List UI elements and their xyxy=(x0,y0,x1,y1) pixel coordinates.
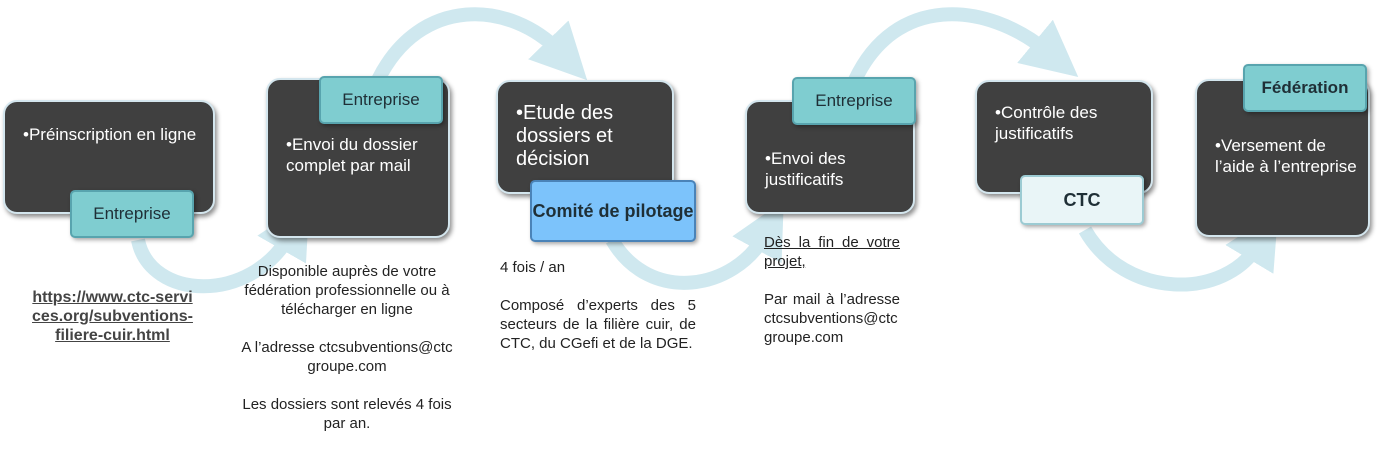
arrow-5-6 xyxy=(1078,211,1279,292)
step-2-actor-tag: Entreprise xyxy=(319,76,443,124)
step-4-text: •Envoi des justificatifs xyxy=(765,149,846,189)
arrow-2-3 xyxy=(371,7,588,84)
step-5-actor-tag: CTC xyxy=(1020,175,1144,225)
step-5-text: •Contrôle des justificatifs xyxy=(995,103,1098,143)
arrow-1-2 xyxy=(131,200,310,294)
step-1-text: •Préinscription en ligne xyxy=(23,125,197,144)
step-4-actor-tag: Entreprise xyxy=(792,77,916,125)
step-2-note-line2: A l’adresse ctcsubventions@ctcgroupe.com xyxy=(241,339,453,375)
arrow-4-5 xyxy=(848,7,1079,84)
step-6-text: •Versement de l’aide à l’entreprise xyxy=(1215,136,1357,176)
step-3-actor-tag: Comité de pilotage xyxy=(530,180,696,242)
step-1-note-link[interactable]: https://www.ctc-services.org/subventions… xyxy=(32,289,193,344)
step-4-note-line1: Dès la fin de votre projet, xyxy=(764,234,900,270)
step-3-note-line1: 4 fois / an xyxy=(500,259,566,276)
step-6-box: •Versement de l’aide à l’entreprise xyxy=(1195,79,1370,237)
step-3-note-line2: Composé d’experts des 5 secteurs de la f… xyxy=(500,297,696,352)
step-1-actor-tag: Entreprise xyxy=(70,190,194,238)
step-4-note: Dès la fin de votre projet, Par mail à l… xyxy=(764,233,900,347)
step-2-text: •Envoi du dossier complet par mail xyxy=(286,135,418,175)
arrow-3-4 xyxy=(605,200,784,290)
step-4-note-line2: Par mail à l’adresse ctcsubventions@ctcg… xyxy=(764,291,900,346)
step-2-note-line3: Les dossiers sont relevés 4 fois par an. xyxy=(242,396,452,432)
step-3-note: 4 fois / an Composé d’experts des 5 sect… xyxy=(500,258,696,353)
step-2-note-line1: Disponible auprès de votre fédération pr… xyxy=(244,263,450,318)
step-2-note: Disponible auprès de votre fédération pr… xyxy=(238,262,456,433)
step-3-text: •Etude des dossiers et décision xyxy=(516,102,614,170)
step-3-box: •Etude des dossiers et décision xyxy=(496,80,674,194)
step-6-actor-tag: Fédération xyxy=(1243,64,1367,112)
